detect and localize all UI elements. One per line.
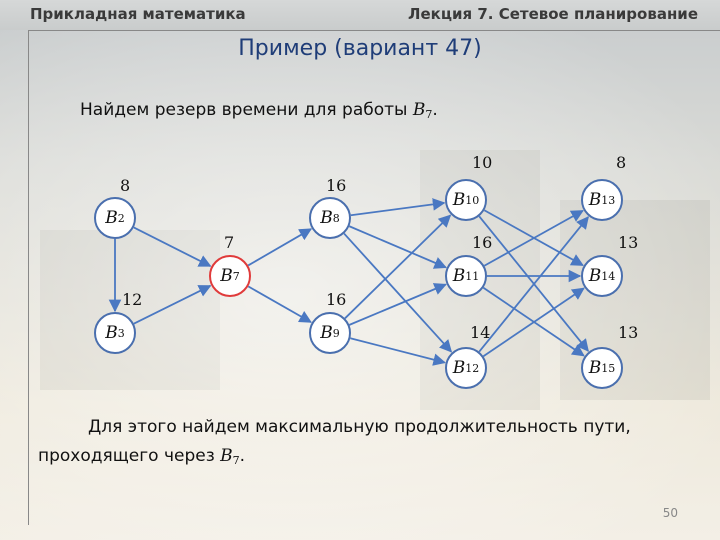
duration-label-b2: 8 xyxy=(120,176,131,195)
node-subscript: 2 xyxy=(117,211,125,225)
edge-b8-b11 xyxy=(348,225,447,269)
node-subscript: 14 xyxy=(601,269,616,283)
node-letter: B xyxy=(105,208,118,228)
node-subscript: 9 xyxy=(332,326,340,340)
edge-b11-b13 xyxy=(483,209,584,267)
node-letter: B xyxy=(452,358,466,378)
duration-label-b3: 12 xyxy=(122,290,143,309)
edge-b7-b9 xyxy=(247,285,312,323)
edge-b3-b7 xyxy=(133,284,212,325)
edge-b9-b10 xyxy=(344,214,452,319)
duration-label-b11: 16 xyxy=(472,233,493,252)
node-subscript: 12 xyxy=(465,361,480,375)
node-letter: B xyxy=(320,323,333,343)
conclusion-text-line1: Для этого найдем максимальную продолжите… xyxy=(88,417,631,437)
node-letter: B xyxy=(452,190,466,210)
node-subscript: 7 xyxy=(232,269,240,283)
lecture-title: Лекция 7. Сетевое планирование xyxy=(408,5,698,23)
edge-b9-b12 xyxy=(350,337,446,366)
duration-label-b8: 16 xyxy=(326,176,347,195)
edge-b8-b10 xyxy=(350,198,446,217)
duration-label-b15: 13 xyxy=(618,323,639,342)
page-number: 50 xyxy=(662,506,678,520)
node-subscript: 3 xyxy=(117,326,125,340)
conclusion-text-var: B xyxy=(220,446,233,466)
edge-b8-b12 xyxy=(343,232,453,353)
duration-label-b14: 13 xyxy=(618,233,639,252)
node-subscript: 15 xyxy=(601,361,616,375)
node-letter: B xyxy=(588,266,602,286)
duration-label-b9: 16 xyxy=(326,290,347,309)
node-letter: B xyxy=(588,190,602,210)
intro-text-prefix: Найдем резерв времени для работы xyxy=(80,100,413,120)
node-subscript: 10 xyxy=(465,193,480,207)
edge-b9-b11 xyxy=(349,283,447,326)
course-title: Прикладная математика xyxy=(30,5,246,23)
duration-label-b13: 8 xyxy=(616,153,627,172)
conclusion-text-sub: 7 xyxy=(232,454,240,467)
intro-text-var: B xyxy=(412,100,426,120)
node-letter: B xyxy=(588,358,602,378)
node-subscript: 11 xyxy=(465,269,480,283)
node-letter: B xyxy=(320,208,333,228)
node-letter: B xyxy=(220,266,233,286)
frame-divider xyxy=(28,30,720,31)
conclusion-text-suffix: . xyxy=(239,446,246,466)
intro-text: Найдем резерв времени для работы B7. xyxy=(80,100,438,121)
node-letter: B xyxy=(452,266,466,286)
duration-label-b12: 14 xyxy=(470,323,491,342)
conclusion-text-line2: проходящего через B7. xyxy=(38,446,245,467)
node-subscript: 13 xyxy=(601,193,616,207)
intro-text-suffix: . xyxy=(432,100,438,120)
slide-title: Пример (вариант 47) xyxy=(238,36,482,61)
edge-b12-b14 xyxy=(482,287,585,357)
frame-divider xyxy=(28,30,29,525)
intro-text-sub: 7 xyxy=(425,108,433,121)
edge-b7-b8 xyxy=(247,228,313,267)
duration-label-b10: 10 xyxy=(472,153,493,172)
duration-label-b7: 7 xyxy=(224,233,235,252)
node-subscript: 8 xyxy=(332,211,340,225)
edge-b2-b7 xyxy=(133,226,212,267)
edge-b12-b13 xyxy=(478,216,589,353)
header-bar: Прикладная математика Лекция 7. Сетевое … xyxy=(0,0,720,30)
node-letter: B xyxy=(105,323,118,343)
conclusion-text-prefix: проходящего через xyxy=(38,446,221,466)
